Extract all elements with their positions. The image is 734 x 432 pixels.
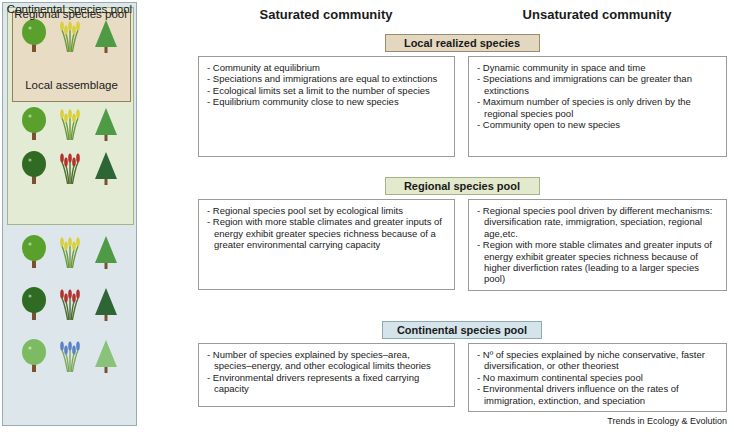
bullet-text: - Number of species explained by species…: [207, 349, 448, 372]
section-band: Regional species pool: [385, 177, 540, 195]
pine-icon: [95, 20, 117, 53]
grass-icon: [60, 290, 80, 321]
tree-icon: [22, 235, 46, 268]
bullet-text: - No maximum continental species pool: [477, 372, 720, 383]
panel-box: Local assemblageRegional species pool: [7, 7, 134, 225]
pine-icon: [95, 288, 117, 321]
bullet-box: - Number of species explained by species…: [198, 343, 455, 407]
bullet-box: - Dynamic community in space and time- S…: [468, 56, 727, 157]
bullet-text: - Region with more stable climates and g…: [477, 239, 720, 285]
bullet-text: - Nº of species explained by niche conse…: [477, 349, 720, 372]
node-text: Regional species pool: [400, 180, 525, 192]
node-text: Local realized species: [400, 37, 525, 49]
bullet-text: - Community at equilibrium: [207, 62, 448, 73]
column-header: Unsaturated community: [523, 7, 672, 22]
pine-icon: [95, 236, 117, 269]
column-header: Saturated community: [260, 7, 393, 22]
grass-icon: [60, 342, 80, 373]
pine-icon: [95, 108, 117, 141]
bullet-text: - Regional species pool driven by differ…: [477, 205, 720, 239]
grass-icon: [60, 238, 80, 269]
grass-icon: [60, 110, 80, 141]
grass-icon: [60, 154, 80, 185]
bullet-text: - Maximum number of species is only driv…: [477, 96, 720, 119]
tree-icon: [22, 151, 46, 184]
bullet-text: - Speciations and immigrations can be gr…: [477, 73, 720, 96]
section-band: Continental species pool: [382, 321, 542, 339]
tree-icon: [22, 339, 46, 372]
bullet-text: - Region with more stable climates and g…: [207, 216, 448, 250]
bullet-text: - Regional species pool set by ecologica…: [207, 205, 448, 216]
tree-icon: [22, 19, 46, 52]
bullet-box: - Regional species pool driven by differ…: [468, 199, 727, 291]
bullet-box: - Regional species pool set by ecologica…: [198, 199, 455, 290]
bullet-box: - Community at equilibrium- Speciations …: [198, 56, 455, 157]
bullet-text: - Environmental drivers represents a fix…: [207, 372, 448, 395]
section-band: Local realized species: [385, 34, 540, 52]
tree-icon: [22, 287, 46, 320]
tree-icon: [22, 107, 46, 140]
bullet-text: - Community open to new species: [477, 119, 720, 130]
bullet-text: - Equilibrium community close to new spe…: [207, 96, 448, 107]
bullet-box: - Nº of species explained by niche conse…: [468, 343, 727, 412]
bullet-text: - Speciations and immigrations are equal…: [207, 73, 448, 84]
bullet-text: - Dynamic community in space and time: [477, 62, 720, 73]
bullet-text: - Ecological limits set a limit to the n…: [207, 85, 448, 96]
pine-icon: [95, 152, 117, 185]
node-text: Continental species pool: [3, 3, 136, 15]
bullet-text: - Environmental drivers influence on the…: [477, 383, 720, 406]
node-text: Local assemblage: [13, 79, 130, 91]
credit-label: Trends in Ecology & Evolution: [607, 416, 727, 426]
panel-box: Local assemblage: [12, 12, 131, 102]
grass-icon: [60, 22, 80, 53]
panel-box: Local assemblageRegional species poolCon…: [2, 2, 137, 426]
node-text: Continental species pool: [397, 324, 527, 336]
pine-icon: [95, 340, 117, 373]
